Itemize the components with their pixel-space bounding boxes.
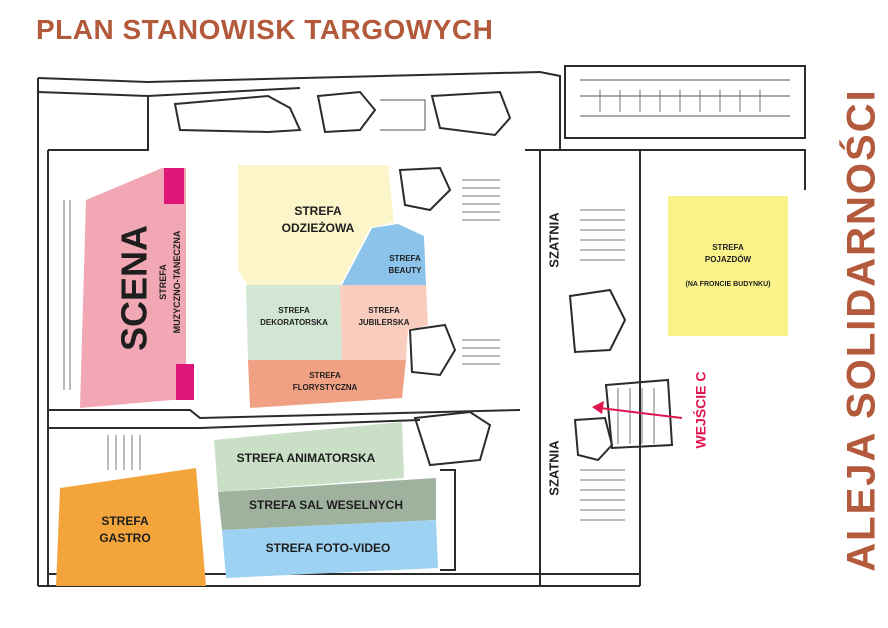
zone-scena-sub-2: MUZYCZNO-TANECZNA — [172, 230, 182, 333]
zone-odziezowa-line-2: ODZIEŻOWA — [282, 220, 355, 235]
zone-sal-weselnych: STREFA SAL WESELNYCH — [218, 478, 436, 530]
zone-beauty-area — [342, 224, 426, 285]
zone-dekoratorska-line-1: STREFA — [278, 306, 310, 315]
zone-beauty-line-2: BEAUTY — [389, 266, 423, 275]
zone-pojazdow: STREFA POJAZDÓW (NA FRONCIE BUDYNKU) — [668, 196, 788, 336]
zone-florystyczna-area — [248, 360, 406, 408]
zone-odziezowa-line-1: STREFA — [294, 204, 342, 218]
zone-animatorska: STREFA ANIMATORSKA — [214, 422, 404, 492]
page-title: PLAN STANOWISK TARGOWYCH — [36, 14, 494, 45]
zone-sal-weselnych-area — [218, 478, 436, 530]
zone-pojazdow-line-1: STREFA — [712, 243, 744, 252]
zone-odziezowa-area — [238, 165, 394, 285]
zone-beauty-line-1: STREFA — [389, 254, 421, 263]
zone-jubilerska: STREFA JUBILERSKA — [340, 285, 428, 360]
zone-scena-sub-1: STREFA — [158, 264, 168, 300]
zone-pojazdow-line-2: POJAZDÓW — [705, 255, 752, 264]
cloakroom-label-top: SZATNIA — [546, 212, 561, 268]
stage-accent-top — [164, 168, 184, 204]
entrance-label: WEJŚCIE C — [692, 371, 709, 448]
zone-scena: SCENA STREFA MUZYCZNO-TANECZNA — [80, 168, 194, 408]
zone-pojazdow-area — [668, 196, 788, 336]
zone-florystyczna-line-2: FLORYSTYCZNA — [293, 383, 358, 392]
zone-pojazdow-note: (NA FRONCIE BUDYNKU) — [686, 281, 771, 288]
stage-accent-bottom — [176, 364, 194, 400]
zone-gastro-area — [56, 468, 206, 586]
zone-florystyczna-line-1: STREFA — [309, 371, 341, 380]
zone-dekoratorska-line-2: DEKORATORSKA — [260, 318, 328, 327]
zone-jubilerska-area — [340, 285, 428, 360]
zone-animatorska-area — [214, 422, 404, 492]
zone-animatorska-label: STREFA ANIMATORSKA — [237, 451, 376, 465]
zone-beauty: STREFA BEAUTY — [342, 224, 426, 285]
zone-gastro-line-1: STREFA — [101, 514, 149, 528]
zone-foto-video-label: STREFA FOTO-VIDEO — [266, 541, 391, 555]
building-walls — [37, 65, 806, 587]
zone-gastro-line-2: GASTRO — [99, 531, 150, 545]
zone-dekoratorska: STREFA DEKORATORSKA — [246, 285, 342, 360]
zone-jubilerska-line-2: JUBILERSKA — [358, 318, 409, 327]
zone-odziezowa: STREFA ODZIEŻOWA — [238, 165, 394, 285]
cloakroom-label-bottom: SZATNIA — [546, 440, 561, 496]
zone-florystyczna: STREFA FLORYSTYCZNA — [248, 360, 406, 408]
entrance-c: WEJŚCIE C — [592, 371, 709, 449]
street-name: ALEJA SOLIDARNOŚCI — [839, 88, 884, 572]
zone-scena-area — [80, 168, 186, 408]
zone-foto-video-area — [222, 520, 438, 578]
entrance-arrow-head — [592, 401, 604, 414]
zone-dekoratorska-area — [246, 285, 342, 360]
zone-scena-label: SCENA — [114, 225, 155, 351]
zone-sal-weselnych-label: STREFA SAL WESELNYCH — [249, 498, 403, 512]
zone-foto-video: STREFA FOTO-VIDEO — [222, 520, 438, 578]
zone-jubilerska-line-1: STREFA — [368, 306, 400, 315]
entrance-arrow — [599, 407, 683, 419]
zone-gastro: STREFA GASTRO — [56, 468, 206, 586]
